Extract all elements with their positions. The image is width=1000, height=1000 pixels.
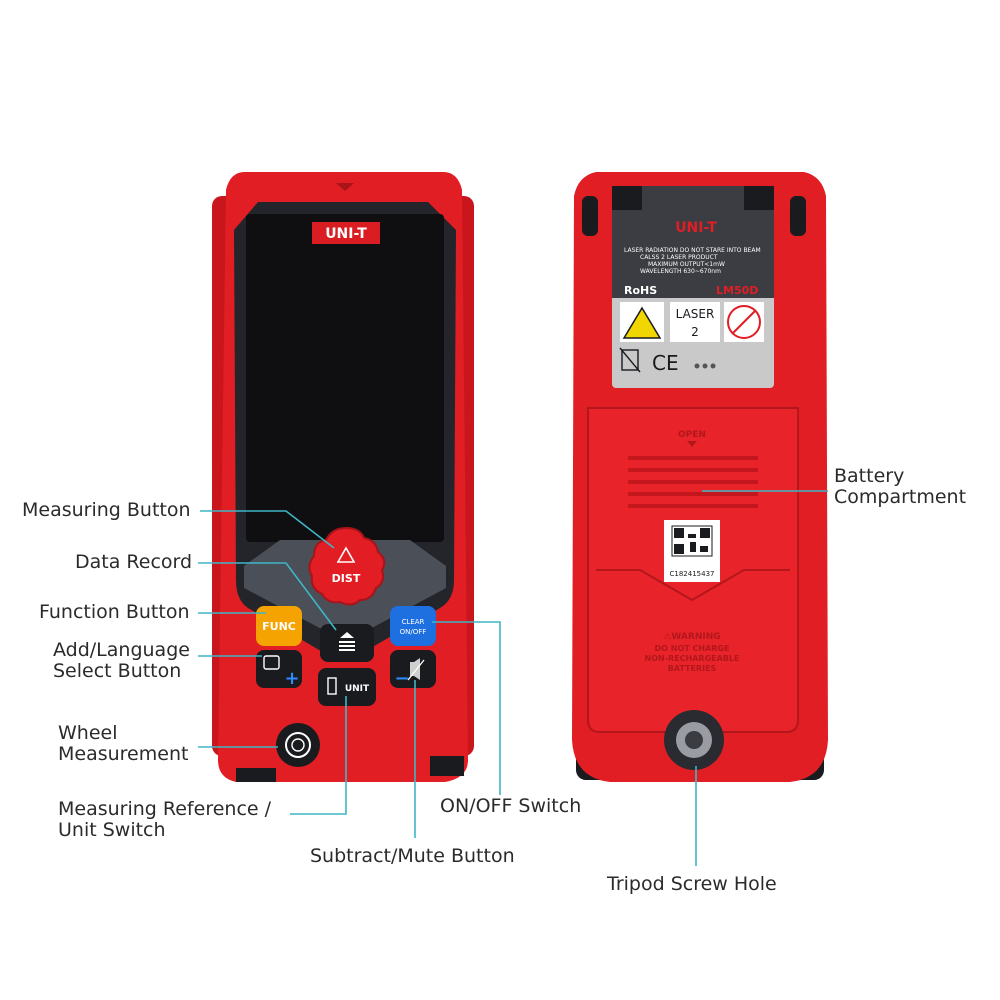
callout-add-language-line2: Select Button [53,660,182,682]
subtract-mute-button[interactable]: − [390,650,436,689]
callout-add-language-line1: Add/Language [53,639,190,661]
wheel-button[interactable] [276,723,320,767]
leader-data-record [198,562,337,631]
front-foot-right [430,756,464,776]
func-button[interactable]: FUNC [256,606,302,646]
unit-button[interactable]: UNIT [318,668,376,706]
top-notch [336,183,354,191]
callout-battery-line2: Compartment [834,486,967,508]
weee-bin-icon [621,349,639,371]
reference-icon [327,677,337,695]
lanyard-hole-right [790,196,806,236]
open-arrow-icon [687,441,697,447]
front-brand: UNI-T [325,226,367,242]
cover-chevron [596,569,790,602]
dist-label: DIST [332,572,361,585]
wheel-icon [285,732,311,758]
label-dot [702,363,708,369]
data-record-button[interactable] [320,624,374,662]
callout-function-button: Function Button [39,601,190,623]
laser-warning-icon [622,306,662,339]
ce-mark: CE [652,351,679,375]
add-language-button[interactable]: + [256,650,302,689]
laser-class-value: 2 [691,325,699,339]
callout-data-record: Data Record [75,551,193,573]
front-brand-plate [312,222,380,244]
label-dot [694,363,700,369]
battery-grip-ridges [628,456,758,508]
leader-lines [198,490,828,866]
func-label: FUNC [262,620,296,633]
warning-line-2: CALSS 2 LASER PRODUCT [640,254,718,261]
callout-measuring-button: Measuring Button [22,499,191,521]
laser-class-box [670,302,720,342]
battery-warning-4: BATTERIES [668,664,717,673]
laser-icon [336,546,356,563]
callout-wheel-line2: Measurement [58,743,189,765]
leader-measuring-reference [290,696,347,815]
minus-label: − [394,668,409,689]
data-record-icon [339,632,355,651]
callout-wheel-line1: Wheel [58,722,118,744]
onoff-label: ON/OFF [400,628,427,636]
battery-warning-3: NON-RECHARGEABLE [645,654,740,663]
callout-battery-line1: Battery [834,465,905,487]
laser-class-label: LASER [676,307,715,321]
open-label: OPEN [678,430,706,440]
display-screen [246,214,444,542]
front-foot-left [236,768,276,782]
plus-label: + [284,668,299,689]
language-icon [263,655,280,670]
callout-battery-compartment: Battery Compartment [834,466,966,508]
callout-measuring-reference-line1: Measuring Reference / [58,798,272,820]
callout-measuring-reference: Measuring Reference / Unit Switch [58,799,271,841]
back-device: UNI-T LASER RADIATION DO NOT STARE INTO … [572,172,828,782]
callout-on-off-switch: ON/OFF Switch [440,795,582,817]
warning-line-4: WAVELENGTH 630~670nm [640,268,721,275]
no-stare-icon [727,305,761,339]
unit-label: UNIT [345,684,370,694]
battery-warning-2: DO NOT CHARGE [655,644,730,653]
callout-measuring-reference-line2: Unit Switch [58,819,166,841]
label-dot [710,363,716,369]
back-label-tab-left [612,186,642,210]
clear-label: CLEAR [402,618,425,626]
callout-add-language: Add/Language Select Button [53,640,190,682]
leader-on-off [432,621,501,795]
leader-measuring-button [200,510,335,549]
callout-wheel-measurement: Wheel Measurement [58,723,188,765]
dist-button[interactable]: DIST [308,526,386,606]
callout-tripod-screw-hole: Tripod Screw Hole [607,873,777,895]
qr-code-icon [671,525,713,557]
lanyard-hole-left [582,196,598,236]
serial-number: C182415437 [670,570,715,578]
warning-line-3: MAXIMUM OUTPUT<1mW [648,261,725,268]
warning-line-1: LASER RADIATION DO NOT STARE INTO BEAM [624,247,761,254]
rohs-mark: RoHS [624,284,657,297]
callout-subtract-mute: Subtract/Mute Button [310,845,515,867]
back-brand: UNI-T [675,220,717,236]
clear-onoff-button[interactable]: CLEAR ON/OFF [390,606,436,646]
model-number: LM50D [716,284,758,297]
battery-warning-1: ⚠WARNING [663,632,720,642]
back-label-tab-right [744,186,774,210]
front-device: UNI-T DIST FUNC CLEAR ON/O [212,172,474,782]
